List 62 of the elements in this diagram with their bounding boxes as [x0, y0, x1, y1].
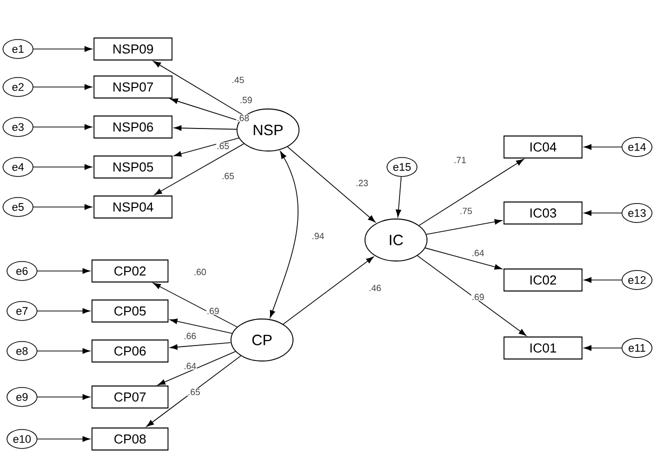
edge-label: .65	[216, 142, 230, 150]
arrow	[146, 355, 242, 427]
indicator-box: IC02	[504, 268, 582, 292]
arrow	[33, 164, 92, 170]
arrow	[37, 394, 90, 400]
arrow	[584, 345, 622, 351]
arrow	[154, 143, 244, 196]
arrow	[174, 125, 237, 131]
edge-label: .59	[239, 96, 253, 104]
indicator-box: CP06	[92, 340, 168, 362]
arrow	[37, 308, 90, 314]
edge-label: .65	[221, 172, 235, 180]
arrow	[37, 268, 90, 274]
arrow	[287, 146, 376, 222]
arrow	[33, 124, 92, 130]
arrow	[584, 210, 622, 216]
edge-label: .94	[311, 232, 325, 240]
arrow	[584, 144, 622, 150]
arrow	[37, 436, 90, 442]
edge-label: .64	[183, 362, 197, 370]
edge-label: .60	[193, 268, 207, 276]
arrow	[153, 282, 238, 328]
arrow	[424, 248, 502, 270]
indicator-box: IC04	[504, 136, 582, 158]
arrow	[417, 255, 526, 336]
arrow	[396, 176, 402, 218]
indicator-box: NSP09	[94, 38, 172, 60]
edge-label: .69	[206, 307, 220, 315]
arrow	[37, 348, 90, 354]
edge-label: .75	[459, 207, 473, 215]
indicator-box: NSP07	[94, 76, 172, 98]
arrow	[170, 318, 232, 334]
edge-label: .68	[236, 114, 250, 122]
arrow	[170, 342, 232, 350]
indicator-box: CP08	[92, 428, 168, 450]
arrow	[174, 138, 240, 157]
arrow	[33, 204, 92, 210]
edge-label: .64	[471, 249, 485, 257]
edge-label: .45	[231, 76, 245, 84]
arrow	[418, 159, 524, 226]
arrow	[282, 256, 374, 325]
arrow	[584, 277, 622, 283]
edge-label: .46	[368, 284, 382, 292]
arrow	[426, 219, 502, 235]
indicator-box: IC03	[504, 202, 582, 224]
arrow	[153, 61, 245, 116]
indicator-box: IC01	[504, 336, 582, 360]
edge-label: .71	[453, 156, 467, 164]
indicator-box: CP05	[92, 300, 168, 322]
indicator-box: CP02	[92, 260, 168, 282]
arrow	[270, 151, 298, 318]
edge-label: .23	[355, 179, 369, 187]
edge-label: .66	[183, 332, 197, 340]
edge-label: .65	[187, 388, 201, 396]
indicator-box: NSP05	[94, 156, 172, 178]
indicator-box: NSP04	[94, 196, 172, 218]
edge-label: .69	[471, 293, 485, 301]
indicator-box: NSP06	[94, 116, 172, 138]
arrow	[158, 351, 236, 386]
arrow	[33, 84, 92, 90]
indicator-box: CP07	[92, 386, 168, 408]
arrow	[33, 46, 92, 52]
